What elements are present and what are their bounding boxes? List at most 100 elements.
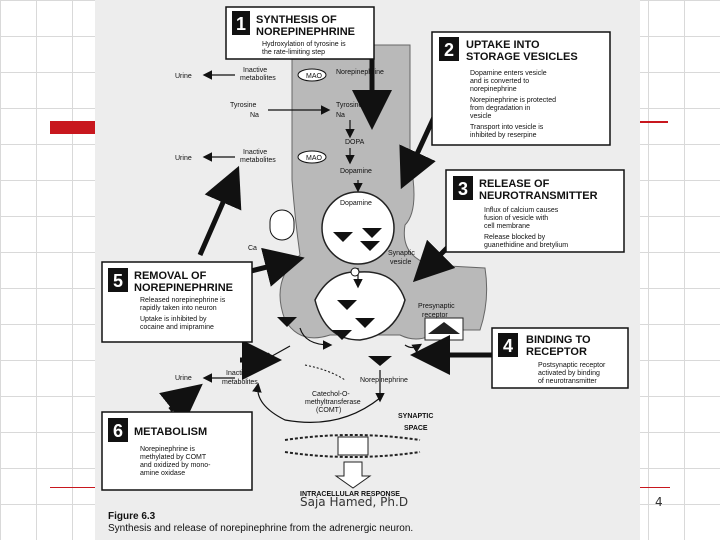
urine-label-2: Urine — [175, 155, 192, 162]
presynaptic-receptor-label-a: Presynaptic — [418, 303, 455, 310]
step-4-bullet-1a: Postsynaptic receptor — [538, 362, 606, 369]
step-2-bullet-1c: norepinephrine — [470, 86, 517, 93]
tyrosine-label-inside: Tyrosine — [336, 102, 363, 109]
step-3-title-2: NEUROTRANSMITTER — [479, 190, 598, 202]
synaptic-space-label-b: SPACE — [404, 425, 428, 432]
step-1-box: 1 SYNTHESIS OF NOREPINEPHRINE Hydroxylat… — [225, 6, 375, 60]
step-6-box: 6 METABOLISM Norepinephrine is methylate… — [101, 411, 253, 491]
step-3-bullet-2a: Release blocked by — [484, 234, 546, 241]
step-5-bullet-2a: Uptake is inhibited by — [140, 316, 207, 323]
step-5-bullet-1a: Released norepinephrine is — [140, 297, 226, 304]
step-6-number: 6 — [113, 421, 123, 441]
comt-label-a: Catechol-O- — [312, 391, 350, 398]
mao-oval-2 — [297, 150, 327, 164]
step-2-bullet-1b: and is converted to — [470, 78, 529, 85]
step-3-bullet-1c: cell membrane — [484, 223, 530, 230]
step-3-bullet-1a: Influx of calcium causes — [484, 207, 559, 214]
step-1-title-1: SYNTHESIS OF — [256, 14, 337, 26]
step-6-bullet-1b: methylated by COMT — [140, 454, 207, 461]
step-2-title-2: STORAGE VESICLES — [466, 51, 578, 63]
accent-bar-right — [640, 121, 668, 123]
step-3-number: 3 — [458, 179, 468, 199]
step-1-bullet-1: Hydroxylation of tyrosine is — [262, 41, 346, 48]
figure-panel: 1 SYNTHESIS OF NOREPINEPHRINE Hydroxylat… — [95, 0, 640, 540]
urine-label-3: Urine — [175, 375, 192, 382]
urine-label-1: Urine — [175, 73, 192, 80]
inactive-metabolites-3b: metabolites — [222, 379, 258, 386]
intracellular-response-label: INTRACELLULAR RESPONSE — [300, 491, 400, 498]
step-2-bullet-1a: Dopamine enters vesicle — [470, 70, 547, 77]
synaptic-vesicle-label-b: vesicle — [390, 259, 412, 266]
step-1-bullet-1b: the rate-limiting step — [262, 49, 325, 56]
mao-label-2: MAO — [306, 155, 323, 162]
step-5-number: 5 — [113, 271, 123, 291]
synaptic-vesicle-label-a: Synaptic — [388, 250, 415, 257]
diagram-labels: Urine Inactive metabolites MAO Norepinep… — [175, 67, 455, 498]
step-1-number: 1 — [236, 14, 246, 34]
tyrosine-label-outside: Tyrosine — [230, 102, 257, 109]
step-2-title-1: UPTAKE INTO — [466, 39, 540, 51]
ca-channel — [350, 267, 360, 277]
footer-rule-right — [640, 487, 670, 488]
norepinephrine-diagram: 1 SYNTHESIS OF NOREPINEPHRINE Hydroxylat… — [101, 6, 629, 498]
step-6-bullet-1c: and oxidized by mono- — [140, 462, 211, 469]
postsynaptic-membrane — [284, 434, 421, 458]
step-3-box: 3 RELEASE OF NEUROTRANSMITTER Influx of … — [445, 169, 625, 253]
step-4-title-1: BINDING TO — [526, 334, 591, 346]
step-5-bullet-2b: cocaine and imipramine — [140, 324, 214, 331]
step-6-title-1: METABOLISM — [134, 426, 207, 438]
inactive-metabolites-3a: Inactive — [226, 370, 250, 377]
footer-rule-left — [50, 487, 95, 488]
step-4-bullet-1b: activated by binding — [538, 370, 600, 377]
step-6-bullet-1d: amine oxidase — [140, 470, 185, 477]
step-2-bullet-3a: Transport into vesicle is — [470, 124, 544, 131]
dopamine-label-cytosol: Dopamine — [340, 168, 372, 175]
mao-label-1: MAO — [306, 73, 323, 80]
step-2-box: 2 UPTAKE INTO STORAGE VESICLES Dopamine … — [431, 31, 611, 146]
step-5-title-1: REMOVAL OF — [134, 270, 207, 282]
receptor-notch — [428, 322, 460, 334]
dopamine-label-vesicle: Dopamine — [340, 200, 372, 207]
step-6-bullet-1a: Norepinephrine is — [140, 446, 195, 453]
inactive-metabolites-1b: metabolites — [240, 75, 276, 82]
synaptic-space-label-a: SYNAPTIC — [398, 413, 433, 420]
ca-label-inside: Ca — [288, 255, 297, 262]
step-3-bullet-2b: guanethidine and bretylium — [484, 242, 568, 249]
step-2-bullet-2a: Norepinephrine is protected — [470, 97, 556, 104]
figure-caption: Synthesis and release of norepinephrine … — [108, 523, 414, 534]
step-4-bullet-1c: of neurotransmitter — [538, 378, 597, 385]
intracellular-response-arrow — [334, 461, 372, 489]
step-3-bullet-1b: fusion of vesicle with — [484, 215, 548, 222]
slide-footer: Saja Hamed, Ph.D — [300, 495, 409, 509]
step-1-title-2: NOREPINEPHRINE — [256, 26, 355, 38]
ca-channel-icon — [269, 209, 295, 241]
comt-label-c: (COMT) — [316, 407, 341, 414]
na-label-inside: Na — [336, 112, 345, 119]
step-5-bullet-1b: rapidly taken into neuron — [140, 305, 217, 312]
accent-bar-left — [50, 121, 95, 134]
ca-label-outside: Ca — [248, 245, 257, 252]
na-label-outside: Na — [250, 112, 259, 119]
inactive-metabolites-1a: Inactive — [243, 67, 267, 74]
postsynaptic-receptor-shape — [337, 436, 369, 456]
mao-oval-1 — [297, 68, 327, 82]
figure-label: Figure 6.3 — [108, 511, 156, 522]
step-4-number: 4 — [503, 336, 513, 356]
page-number: 4 — [655, 495, 663, 509]
norepinephrine-label-cleft: Norepinephrine — [360, 377, 408, 384]
dopa-label: DOPA — [345, 139, 365, 146]
step-5-box: 5 REMOVAL OF NOREPINEPHRINE Released nor… — [101, 261, 253, 343]
norepinephrine-label-top: Norepinephrine — [336, 69, 384, 76]
ca-influx-path — [304, 364, 346, 381]
inactive-metabolites-2a: Inactive — [243, 149, 267, 156]
comt-label-b: methyltransferase — [305, 399, 361, 406]
step-2-bullet-2b: from degradation in — [470, 105, 530, 112]
step-4-box: 4 BINDING TO RECEPTOR Postsynaptic recep… — [491, 327, 629, 389]
step-2-bullet-2c: vesicle — [470, 113, 492, 120]
step-3-title-1: RELEASE OF — [479, 178, 550, 190]
step-5-title-2: NOREPINEPHRINE — [134, 282, 233, 294]
step-2-bullet-3b: inhibited by reserpine — [470, 132, 537, 139]
presynaptic-receptor-label-b: receptor — [422, 312, 448, 319]
step-4-title-2: RECEPTOR — [526, 346, 587, 358]
inactive-metabolites-2b: metabolites — [240, 157, 276, 164]
